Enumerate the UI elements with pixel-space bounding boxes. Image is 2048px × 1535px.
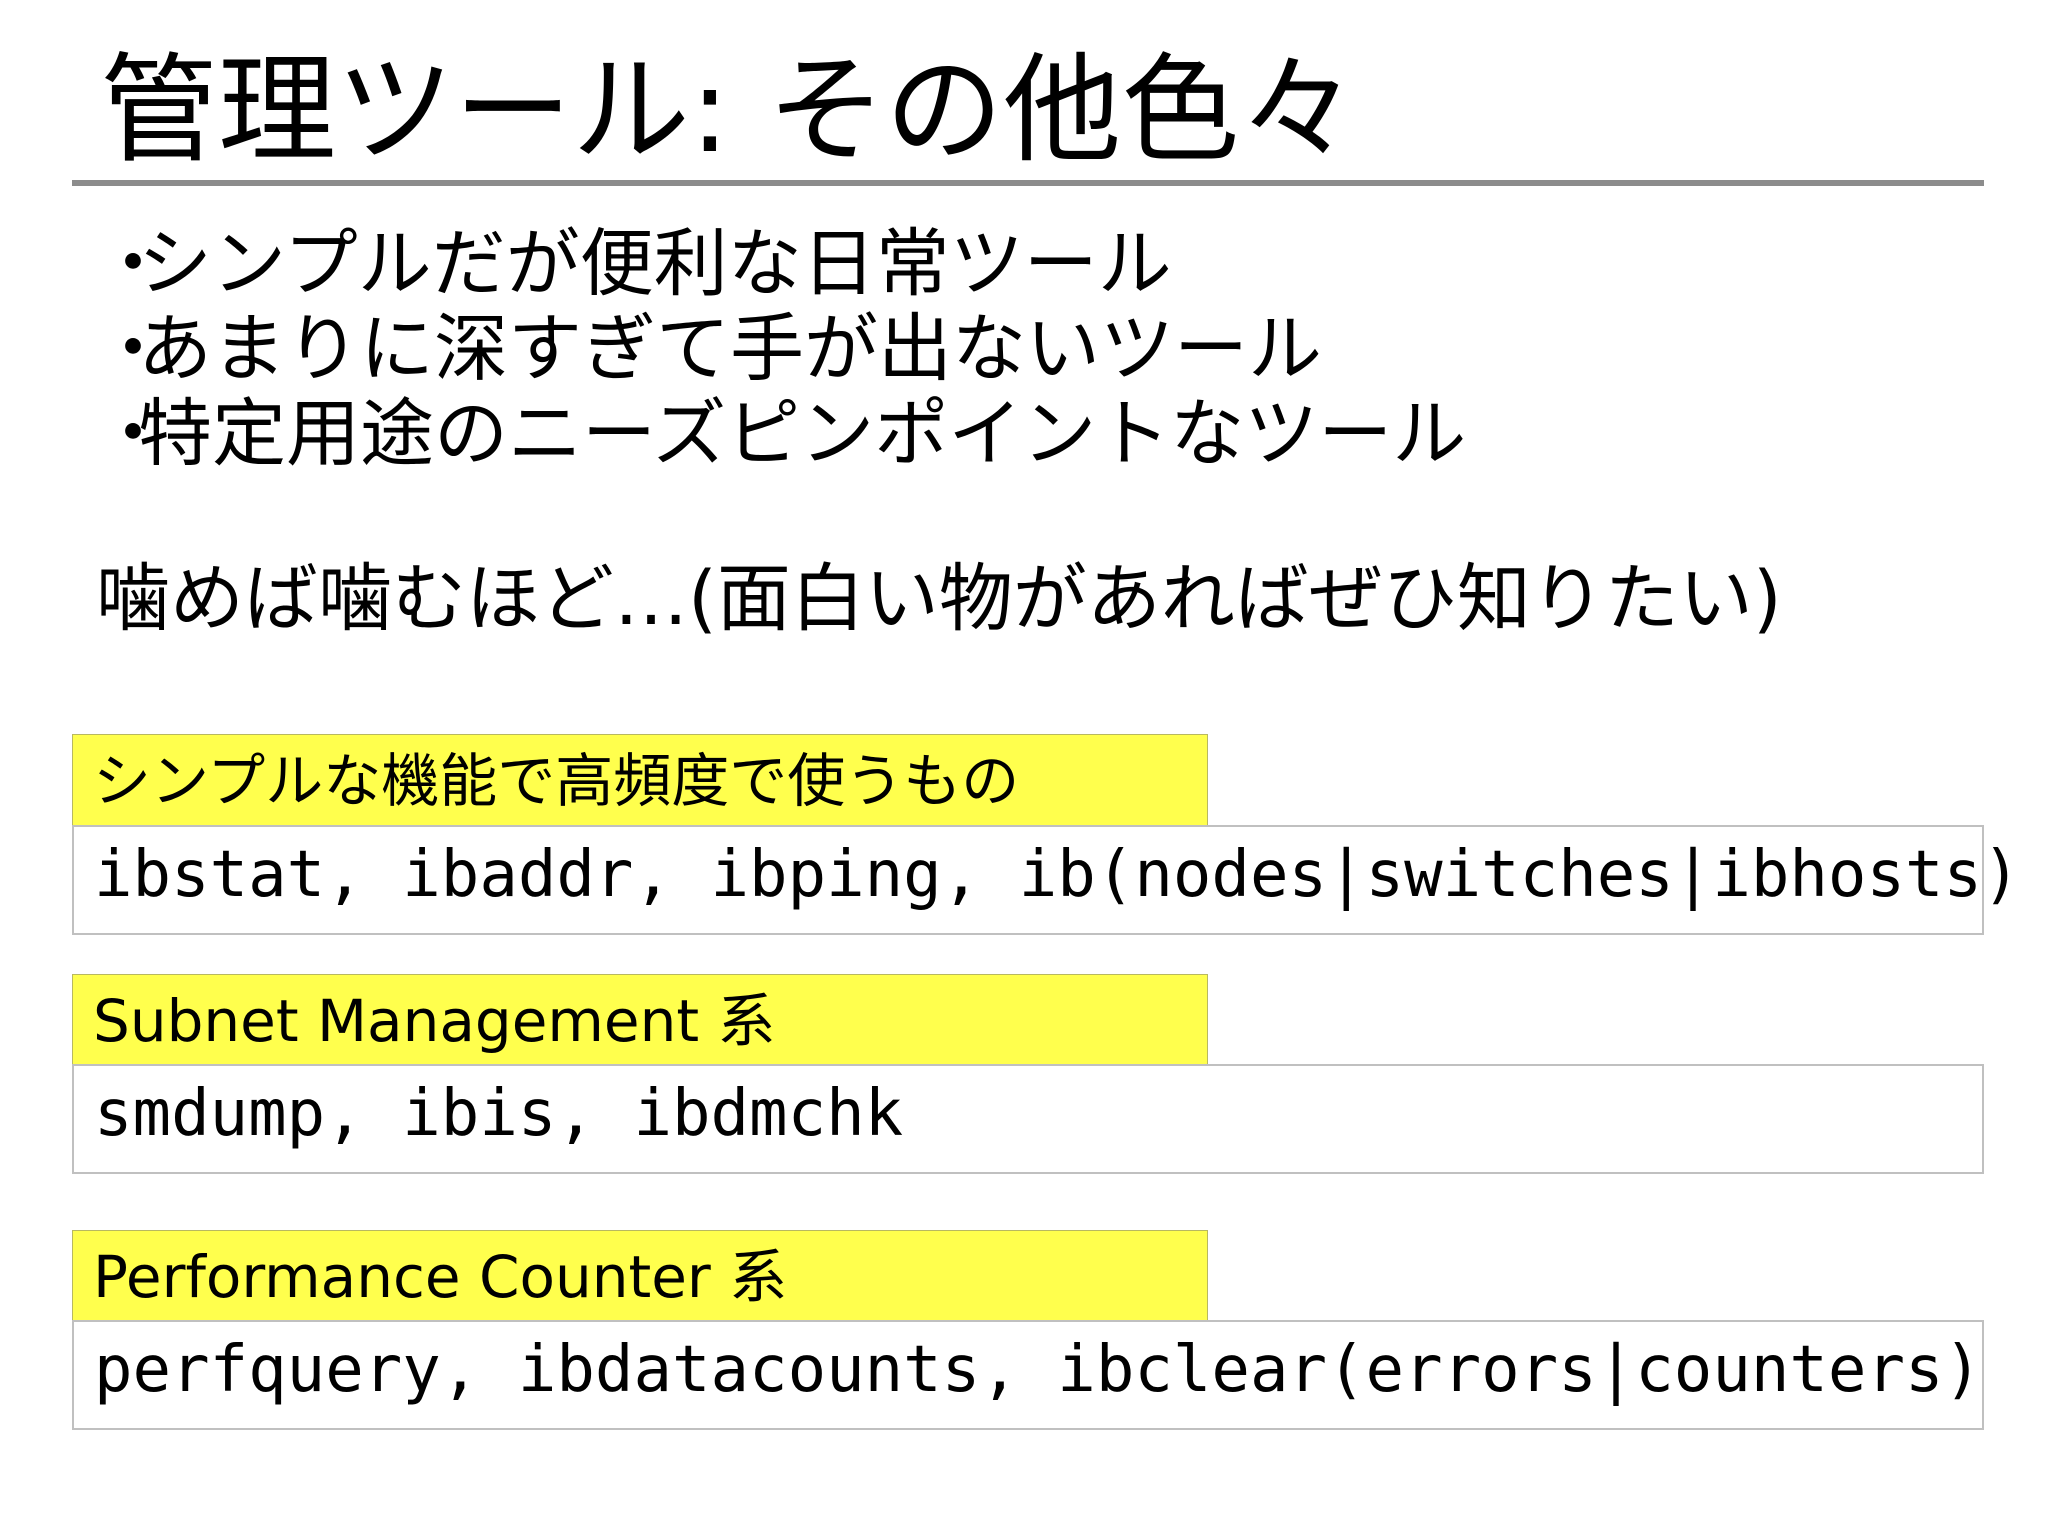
bullet-list: ・シンプルだが便利な日常ツール ・あまりに深すぎて手が出ないツール ・特定用途の… — [96, 222, 1976, 477]
section-box-subnet-management: smdump, ibis, ibdmchk — [72, 1064, 1984, 1174]
bullet-text: 特定用途のニーズピンポイントなツール — [138, 391, 1467, 477]
bullet-marker: ・ — [96, 306, 170, 392]
bullet-marker: ・ — [96, 221, 170, 307]
page-title: 管理ツール: その他色々 — [100, 41, 1358, 179]
lead-text: 噛めば噛むほど…(面白い物があればぜひ知りたい) — [96, 556, 1782, 642]
title-divider — [72, 180, 1984, 186]
section-box-performance-counter: perfquery, ibdatacounts, ibclear(errors|… — [72, 1320, 1984, 1430]
section-label-simple-tools: シンプルな機能で高頻度で使うもの — [72, 734, 1208, 826]
list-item: ・シンプルだが便利な日常ツール — [96, 222, 1976, 307]
list-item: ・特定用途のニーズピンポイントなツール — [96, 392, 1976, 477]
section-label-performance-counter: Performance Counter 系 — [72, 1230, 1208, 1322]
section-label-subnet-management: Subnet Management 系 — [72, 974, 1208, 1066]
bullet-marker: ・ — [96, 391, 170, 477]
list-item: ・あまりに深すぎて手が出ないツール — [96, 307, 1976, 392]
section-box-simple-tools: ibstat, ibaddr, ibping, ib(nodes|switche… — [72, 825, 2021, 935]
bullet-text: シンプルだが便利な日常ツール — [138, 221, 1172, 307]
bullet-text: あまりに深すぎて手が出ないツール — [138, 306, 1322, 392]
